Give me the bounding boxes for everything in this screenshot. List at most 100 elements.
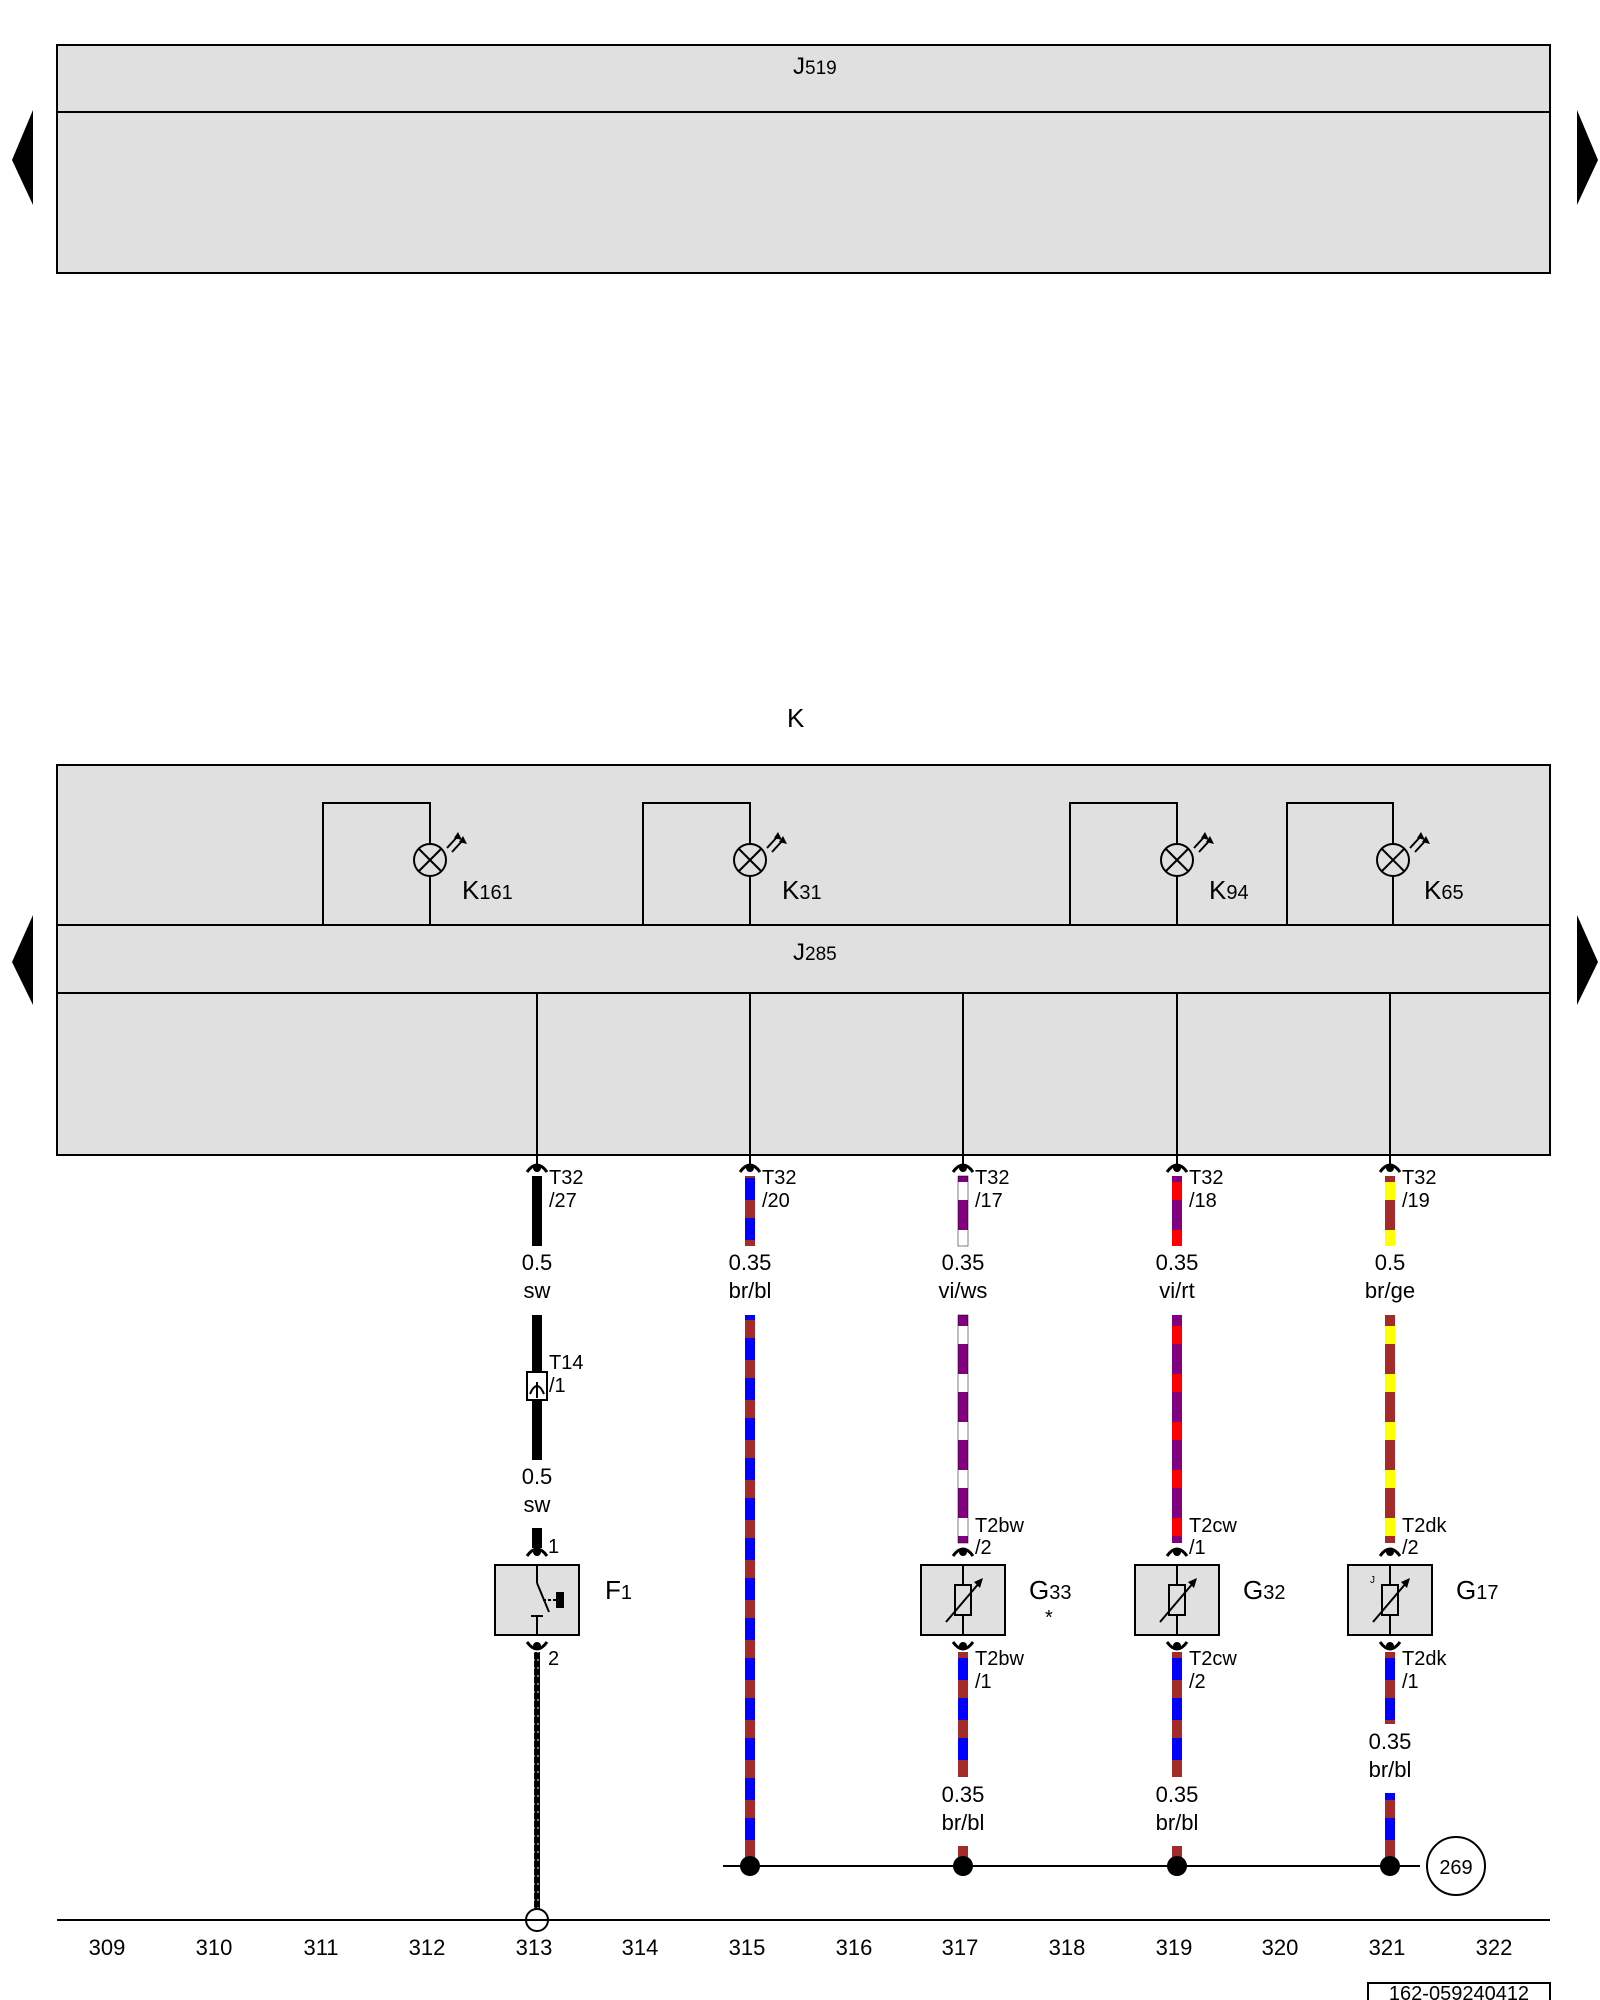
wire-brbl-g33 [958,1652,968,1777]
svg-text:T2dk: T2dk [1402,1515,1447,1537]
junction-317 [953,1856,973,1876]
column-number: 314 [622,1935,659,1960]
svg-text:vi/ws: vi/ws [939,1278,988,1303]
wire-label-7: 0.35 br/bl [942,1782,985,1835]
page-next-arrow-bottom[interactable] [1577,915,1598,1005]
svg-text:T2dk: T2dk [1402,1648,1447,1670]
wire-brge-main [1385,1315,1395,1543]
svg-text:vi/rt: vi/rt [1159,1278,1194,1303]
svg-text:/2: /2 [1189,1671,1206,1693]
module-j519: J519 [56,44,1551,274]
svg-text:T32: T32 [1189,1167,1223,1189]
module-j285-label: J285 [793,939,837,966]
column-number: 310 [196,1935,233,1960]
column-number: 322 [1476,1935,1513,1960]
wire-brge-stub-1 [1385,1176,1395,1246]
column-number: 317 [942,1935,979,1960]
svg-text:J: J [1370,1575,1375,1586]
svg-text:/1: /1 [1189,1537,1206,1559]
wire-sw-segment-3 [532,1528,542,1548]
svg-text:/19: /19 [1402,1190,1430,1212]
wire-label-8: 0.35 br/bl [1156,1782,1199,1835]
wire-brbl-g32-b [1172,1846,1182,1864]
lamp-k31-label: K31 [782,875,822,905]
svg-text:T2cw: T2cw [1189,1515,1237,1537]
wire-virt-main [1172,1315,1182,1543]
connector-t2dk-1: T2dk /1 [1378,1641,1447,1693]
connector-t32-17: T32 /17 [951,1163,1009,1212]
wire-brbl-g17 [1385,1652,1395,1724]
svg-text:T32: T32 [1402,1167,1436,1189]
svg-text:0.5: 0.5 [1375,1250,1406,1275]
connector-t2dk-2: T2dk /2 [1378,1515,1447,1559]
wire-label-3: 0.35 vi/ws [939,1250,988,1303]
connector-t2bw-2: T2bw /2 [951,1515,1024,1559]
wire-label-9: 0.35 br/bl [1369,1729,1412,1782]
svg-text:br/bl: br/bl [1156,1810,1199,1835]
svg-text:T14: T14 [549,1352,583,1374]
sensor-g32-label: G32 [1243,1575,1285,1605]
junction-319 [1167,1856,1187,1876]
page-next-arrow-top[interactable] [1577,110,1598,205]
sensor-g33-label: G33 [1029,1575,1071,1605]
svg-text:/2: /2 [1402,1537,1419,1559]
connector-f1-pin2: 2 [525,1641,559,1670]
lamp-k161-label: K161 [462,875,513,905]
svg-text:/1: /1 [549,1375,566,1397]
wire-brbl-stub-1 [745,1176,755,1246]
svg-text:T2bw: T2bw [975,1515,1024,1537]
column-number: 321 [1369,1935,1406,1960]
column-number: 311 [303,1935,338,1960]
svg-text:sw: sw [524,1492,551,1517]
module-k-label: K [787,703,805,733]
column-number: 320 [1262,1935,1299,1960]
wire-sw-stub-1 [532,1176,542,1246]
page-prev-arrow-bottom[interactable] [12,915,33,1005]
wire-viws-stub-1 [957,1175,969,1247]
internal-lines [536,993,1391,1165]
column-number: 319 [1156,1935,1193,1960]
svg-text:0.35: 0.35 [1156,1782,1199,1807]
svg-text:/27: /27 [549,1190,577,1212]
svg-text:0.35: 0.35 [1369,1729,1412,1754]
column-number: 312 [409,1935,446,1960]
sensor-g33: G33 * [920,1564,1071,1636]
svg-text:269: 269 [1439,1857,1472,1879]
svg-text:/18: /18 [1189,1190,1217,1212]
wire-viws-main [957,1314,969,1544]
wire-brbl-g33-b [958,1846,968,1864]
svg-text:T32: T32 [762,1167,796,1189]
svg-text:br/bl: br/bl [729,1278,772,1303]
svg-text:T32: T32 [549,1167,583,1189]
column-number: 318 [1049,1935,1086,1960]
wire-brbl-main [745,1315,755,1865]
connector-f1-pin1: 1 [525,1536,559,1558]
lamp-k94: K94 [1069,802,1249,925]
page-prev-arrow-top[interactable] [12,110,33,205]
wire-label-1: 0.5 sw [522,1250,553,1303]
svg-text:*: * [1045,1607,1053,1629]
svg-text:0.35: 0.35 [729,1250,772,1275]
connector-t32-20: T32 /20 [738,1163,796,1212]
lamp-k161: K161 [322,802,513,925]
connector-t2bw-1: T2bw /1 [951,1641,1024,1693]
svg-text:sw: sw [524,1278,551,1303]
connector-t32-27: T32 /27 [525,1163,583,1212]
wire-brbl-g32 [1172,1652,1182,1777]
ground-ref-269[interactable]: 269 [1426,1836,1486,1896]
switch-f1-label: F1 [605,1575,632,1605]
junction-321 [1380,1856,1400,1876]
connector-t32-18: T32 /18 [1165,1163,1223,1212]
svg-text:/1: /1 [975,1671,992,1693]
svg-text:1: 1 [548,1536,559,1558]
svg-text:0.35: 0.35 [942,1250,985,1275]
svg-text:/1: /1 [1402,1671,1419,1693]
module-k: J285 [56,764,1551,1156]
connector-t32-19: T32 /19 [1378,1163,1436,1212]
lamp-k65: K65 [1286,802,1464,925]
svg-text:T2cw: T2cw [1189,1648,1237,1670]
connector-t14-1: T14 /1 [526,1352,583,1401]
svg-text:T2bw: T2bw [975,1648,1024,1670]
connector-t2cw-1: T2cw /1 [1165,1515,1237,1559]
